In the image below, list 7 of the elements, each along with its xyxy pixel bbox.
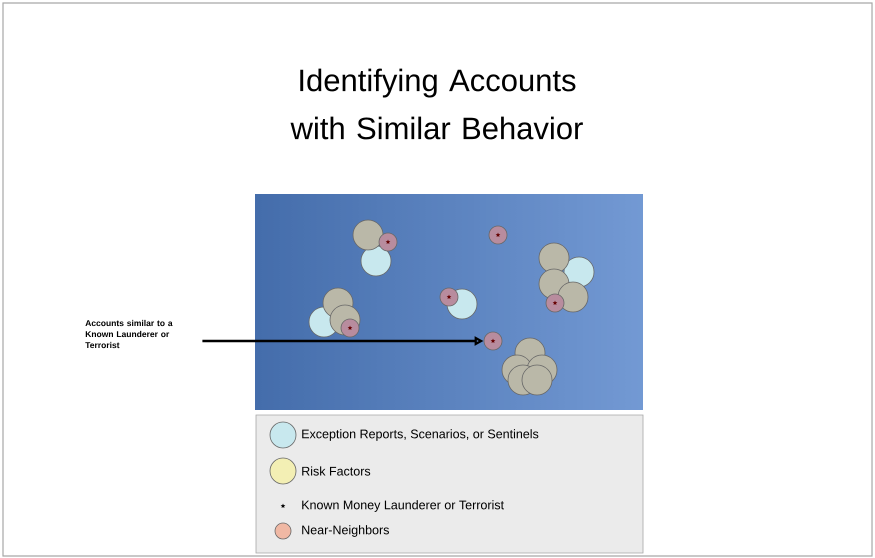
- near-neighbor-circle: [484, 332, 502, 350]
- legend-label: Known Money Launderer or Terrorist: [302, 500, 504, 512]
- legend-label: Near-Neighbors: [302, 525, 389, 537]
- callout-text: Accounts similar to a Known Launderer or Terrorist: [85, 320, 173, 348]
- legend-label: Exception Reports, Scenarios, or Sentinels: [302, 429, 538, 441]
- title: Identifying Accounts with Similar Behavior: [290, 68, 583, 140]
- legend-label: Risk Factors: [302, 466, 370, 476]
